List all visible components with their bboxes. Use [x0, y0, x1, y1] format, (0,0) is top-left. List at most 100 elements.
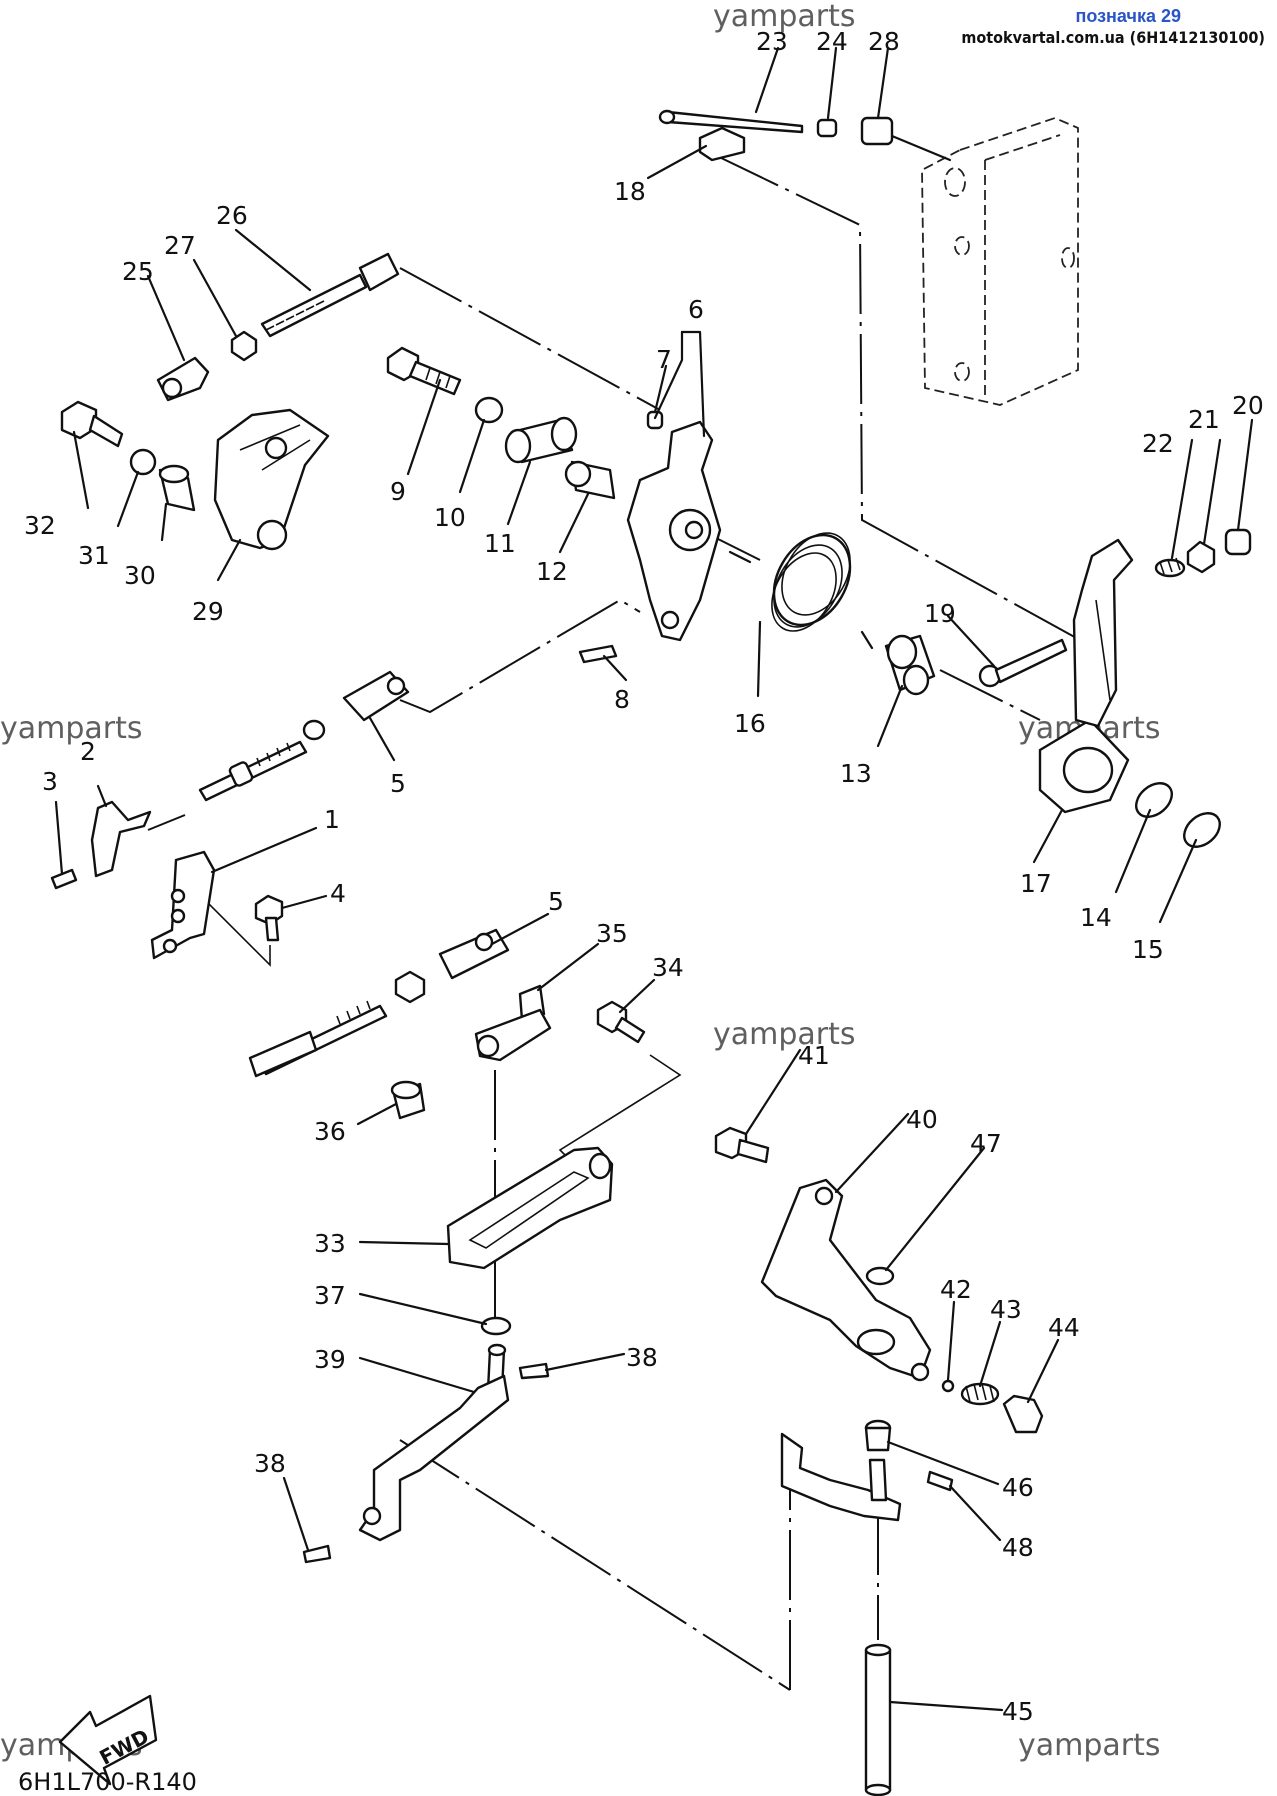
part-20-cap: [1224, 528, 1252, 556]
callout-46: 46: [1002, 1473, 1034, 1502]
callout-10: 10: [434, 503, 466, 532]
part-13-collar: [884, 634, 936, 696]
callout-36: 36: [314, 1117, 346, 1146]
part-25-joint: [156, 356, 210, 402]
cable-upper: [198, 719, 326, 802]
part-18-clip: [698, 126, 746, 162]
part-6-lever: [626, 420, 722, 642]
part-28-joint: [860, 116, 952, 162]
callout-23: 23: [756, 27, 788, 56]
callout-14: 14: [1080, 903, 1112, 932]
callout-3: 3: [42, 767, 58, 796]
part-45-shaft: [864, 1643, 892, 1796]
part-14-washer: [1135, 782, 1173, 818]
callout-31: 31: [78, 541, 110, 570]
callout-12: 12: [536, 557, 568, 586]
callout-33: 33: [314, 1229, 346, 1258]
part-17-cam: [1038, 718, 1130, 814]
part-8-pin: [578, 644, 618, 664]
part-10-washer: [474, 396, 504, 424]
part-42-ball: [941, 1379, 955, 1393]
callout-29: 29: [192, 597, 224, 626]
callout-24: 24: [816, 27, 848, 56]
callout-39: 39: [314, 1345, 346, 1374]
callout-4: 4: [330, 879, 346, 908]
callout-15: 15: [1132, 935, 1164, 964]
callout-19: 19: [924, 599, 956, 628]
part-7-grease-nipple: [646, 410, 664, 430]
part-26-rod: [260, 252, 400, 338]
callout-20: 20: [1232, 391, 1264, 420]
part-9-bolt: [386, 346, 462, 396]
callout-32: 32: [24, 511, 56, 540]
callout-41: 41: [798, 1041, 830, 1070]
callout-21: 21: [1188, 405, 1220, 434]
part-44-plug: [1002, 1394, 1044, 1434]
diagram-code: 6H1L700-R140: [18, 1768, 197, 1796]
watermark: yamparts: [713, 1017, 856, 1052]
part-38-pin: [302, 1544, 332, 1564]
callout-38b: 38: [254, 1449, 286, 1478]
part-46-collar: [864, 1419, 892, 1452]
callout-18: 18: [614, 177, 646, 206]
part-1-bracket: [150, 850, 216, 960]
callout-17: 17: [1020, 869, 1052, 898]
callout-40: 40: [906, 1105, 938, 1134]
shift-lever-plate: [780, 1432, 902, 1522]
part-11-collar: [504, 416, 578, 464]
callout-5b: 5: [548, 887, 564, 916]
callout-44: 44: [1048, 1313, 1080, 1342]
part-37-washer: [480, 1316, 512, 1336]
part-27-nut: [230, 330, 258, 362]
lever-arm: [1072, 538, 1134, 728]
part-22-spring: [1154, 557, 1186, 578]
callout-35: 35: [596, 919, 628, 948]
callout-34: 34: [652, 953, 684, 982]
part-33-slotted-lever: [446, 1146, 614, 1270]
callout-27: 27: [164, 231, 196, 260]
callout-43: 43: [990, 1295, 1022, 1324]
part-34-bolt: [596, 1000, 646, 1044]
part-24-nut: [816, 118, 838, 138]
part-32-bolt: [60, 400, 124, 448]
reference-label: позначка 29: [1075, 6, 1181, 26]
part-36-bushing: [390, 1080, 426, 1120]
leader-lines: [54, 46, 1254, 1712]
callout-numbers: 1 2 3 4 5 5 6 7 8 9 10 11 12 13 14 15 16…: [24, 27, 1264, 1726]
callout-13: 13: [840, 759, 872, 788]
callout-47: 47: [970, 1129, 1002, 1158]
part-5-joint-upper: [342, 670, 410, 722]
housing-outline: [921, 117, 1079, 406]
part-23-rod: [658, 109, 804, 134]
part-5-joint-lower: [438, 928, 510, 980]
part-39-rod: [358, 1343, 510, 1542]
part-31-washer: [129, 448, 157, 476]
part-47-washer: [865, 1266, 895, 1286]
callout-16: 16: [734, 709, 766, 738]
callout-26: 26: [216, 201, 248, 230]
callout-5: 5: [390, 769, 406, 798]
site-label: motokvartal.com.ua (6H1412130100): [961, 28, 1265, 47]
watermark: yamparts: [1018, 1728, 1161, 1763]
callout-30: 30: [124, 561, 156, 590]
callout-6: 6: [688, 295, 704, 324]
callout-42: 42: [940, 1275, 972, 1304]
callout-37: 37: [314, 1281, 346, 1310]
part-29-bracket: [213, 408, 330, 551]
callout-7: 7: [656, 345, 672, 374]
part-16-spring: [728, 532, 874, 650]
watermark: yamparts: [713, 0, 856, 34]
part-43-spring: [960, 1382, 1000, 1406]
part-40-arm: [760, 1178, 932, 1382]
callout-11: 11: [484, 529, 516, 558]
part-2-clip: [90, 800, 152, 878]
part-15-washer: [1183, 812, 1221, 848]
part-30-collar: [158, 464, 196, 512]
callout-9: 9: [390, 477, 406, 506]
part-21-nut: [1186, 540, 1216, 574]
part-48-pin: [926, 1470, 954, 1492]
part-3-pin: [50, 868, 78, 890]
part-4-bolt: [254, 894, 284, 942]
callout-2: 2: [80, 737, 96, 766]
